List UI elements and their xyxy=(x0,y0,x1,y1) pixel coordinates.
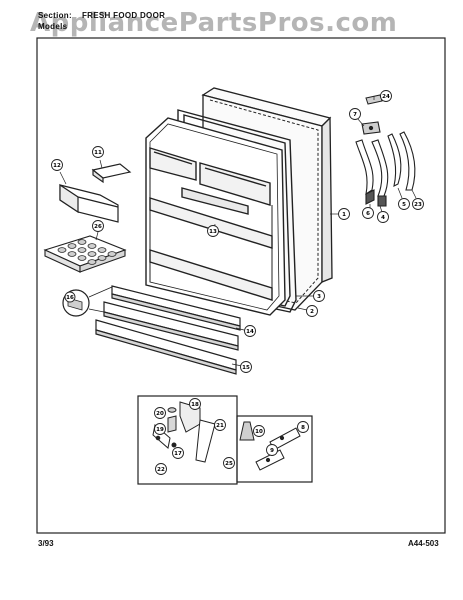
svg-text:7: 7 xyxy=(353,112,357,118)
svg-text:26: 26 xyxy=(94,224,102,230)
svg-text:20: 20 xyxy=(156,411,164,417)
dairy-door xyxy=(91,163,132,184)
callout-14: 14 xyxy=(244,325,256,337)
callout-19: 19 xyxy=(154,423,166,435)
door-hinge xyxy=(361,121,381,135)
diagram-border xyxy=(36,37,446,534)
callout-20: 20 xyxy=(154,407,166,419)
callout-2: 2 xyxy=(306,305,318,317)
callout-1: 1 xyxy=(338,208,350,220)
handle-trim-right xyxy=(387,131,416,191)
callout-21: 21 xyxy=(214,419,226,431)
svg-text:9: 9 xyxy=(270,448,274,454)
svg-text:19: 19 xyxy=(156,427,164,433)
models-label: Models xyxy=(38,22,68,31)
svg-text:16: 16 xyxy=(66,295,74,301)
dairy-bin xyxy=(59,183,119,223)
svg-text:17: 17 xyxy=(174,451,182,457)
svg-text:6: 6 xyxy=(366,211,370,217)
svg-text:3: 3 xyxy=(317,294,321,300)
svg-text:11: 11 xyxy=(94,150,102,156)
svg-text:13: 13 xyxy=(209,229,217,235)
door-liner xyxy=(145,117,286,316)
callout-13: 13 xyxy=(207,225,219,237)
handle-trim-left xyxy=(355,139,375,205)
callout-9: 9 xyxy=(266,444,278,456)
shelf-bar-lower xyxy=(95,319,237,375)
leader-lines xyxy=(59,96,417,367)
watermark: AppliancePartsPros.com xyxy=(30,8,398,38)
svg-text:14: 14 xyxy=(246,329,254,335)
page-code: A44-503 xyxy=(408,539,439,548)
svg-text:4: 4 xyxy=(381,215,385,221)
callout-23: 23 xyxy=(412,198,424,210)
svg-text:24: 24 xyxy=(382,94,390,100)
shelf-bar-upper xyxy=(111,285,241,331)
callout-25: 25 xyxy=(223,457,235,469)
svg-text:12: 12 xyxy=(53,163,61,169)
callout-6: 6 xyxy=(362,207,374,219)
svg-text:23: 23 xyxy=(414,202,422,208)
callout-22: 22 xyxy=(155,463,167,475)
callout-26: 26 xyxy=(92,220,104,232)
callout-4: 4 xyxy=(377,211,389,223)
callout-5: 5 xyxy=(398,198,410,210)
callout-3: 3 xyxy=(313,290,325,302)
callout-24: 24 xyxy=(380,90,392,102)
revision-date: 3/93 xyxy=(38,539,54,548)
callout-15: 15 xyxy=(240,361,252,373)
svg-text:22: 22 xyxy=(157,467,165,473)
callout-11: 11 xyxy=(92,146,104,158)
svg-text:1: 1 xyxy=(342,212,346,218)
section-label: Section: xyxy=(38,11,72,20)
shelf-bar-middle xyxy=(103,301,239,351)
hinge-bracket-parts xyxy=(152,401,216,463)
svg-text:8: 8 xyxy=(301,425,305,431)
svg-text:10: 10 xyxy=(255,429,263,435)
svg-text:18: 18 xyxy=(191,402,199,408)
callout-18: 18 xyxy=(189,398,201,410)
section-name: FRESH FOOD DOOR xyxy=(82,11,166,20)
callout-10: 10 xyxy=(253,425,265,437)
callout-12: 12 xyxy=(51,159,63,171)
callout-8: 8 xyxy=(297,421,309,433)
svg-text:21: 21 xyxy=(216,423,224,429)
callout-17: 17 xyxy=(172,447,184,459)
callout-16: 16 xyxy=(64,291,76,303)
svg-text:2: 2 xyxy=(310,309,314,315)
svg-text:25: 25 xyxy=(225,461,233,467)
stop-parts-inset xyxy=(236,415,313,483)
handle-trim-center xyxy=(371,139,389,207)
callout-7: 7 xyxy=(349,108,361,120)
svg-text:5: 5 xyxy=(402,202,406,208)
egg-tray xyxy=(43,235,127,273)
svg-text:15: 15 xyxy=(242,365,250,371)
